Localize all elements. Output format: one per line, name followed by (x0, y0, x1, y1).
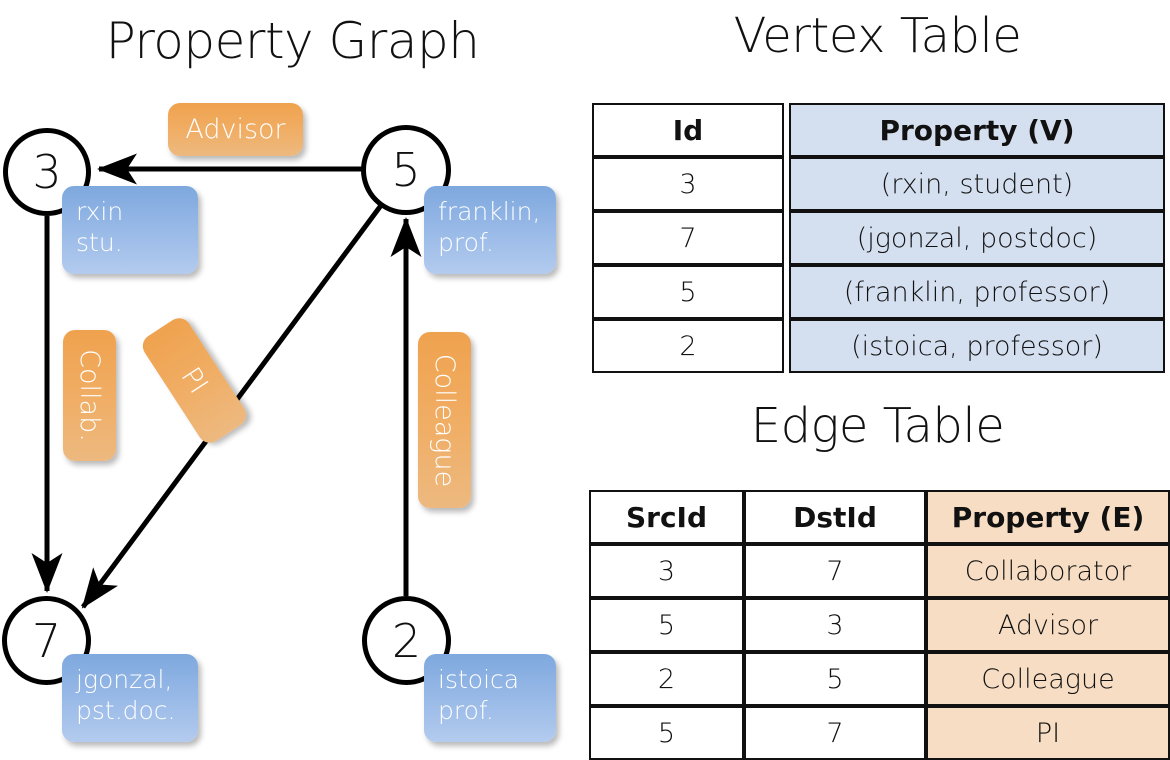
edge-table-row[interactable]: 5 7 PI (589, 706, 1170, 760)
edge-table-row[interactable]: 2 5 Colleague (589, 652, 1170, 706)
vertex-table-cell-property: (franklin, professor) (789, 265, 1165, 319)
vertex-table-cell-id: 5 (592, 265, 784, 319)
graph-node-2-id: 2 (391, 613, 422, 668)
vertex-table-row[interactable]: 3 (rxin, student) (592, 157, 1165, 211)
graph-node-5-id: 5 (391, 143, 421, 197)
vertex-table: Id Property (V) 3 (rxin, student) 7 (jgo… (592, 103, 1165, 373)
edge-table-row[interactable]: 5 3 Advisor (589, 598, 1170, 652)
graph-node-2[interactable]: 2 (362, 596, 451, 685)
edge-label-advisor[interactable]: Advisor (168, 103, 303, 156)
edge-table-header-row: SrcId DstId Property (E) (589, 490, 1170, 544)
graph-node-7-property-line1: jgonzal, (76, 665, 173, 694)
graph-node-3-property-line1: rxin (76, 197, 124, 226)
edge-table-cell-property: Advisor (926, 598, 1170, 652)
vertex-table-cell-property: (istoica, professor) (789, 319, 1165, 373)
graph-node-2-property-line2: prof. (438, 696, 494, 725)
vertex-table-cell-property: (jgonzal, postdoc) (789, 211, 1165, 265)
edge-table: SrcId DstId Property (E) 3 7 Collaborato… (589, 490, 1170, 760)
edge-table-cell-srcid: 3 (589, 544, 744, 598)
edge-label-collab[interactable]: Collab. (63, 330, 116, 461)
page-title-edge-table: Edge Table (750, 398, 1005, 454)
graph-node-2-property-line1: istoica (438, 665, 520, 694)
vertex-table-cell-id: 3 (592, 157, 784, 211)
edge-table-cell-dstid: 7 (744, 706, 926, 760)
page-title-vertex-table: Vertex Table (733, 8, 1022, 64)
edge-table-cell-property: PI (926, 706, 1170, 760)
vertex-table-header-id: Id (592, 103, 784, 157)
page-title-property-graph: Property Graph (105, 12, 480, 70)
vertex-table-cell-id: 2 (592, 319, 784, 373)
graph-node-5-property-line1: franklin, (438, 197, 541, 226)
vertex-table-row[interactable]: 7 (jgonzal, postdoc) (592, 211, 1165, 265)
edge-table-cell-property: Collaborator (926, 544, 1170, 598)
vertex-table-cell-property: (rxin, student) (789, 157, 1165, 211)
edge-label-colleague-text: Colleague (429, 353, 460, 487)
edge-table-cell-srcid: 5 (589, 706, 744, 760)
graph-node-7-id: 7 (31, 613, 62, 668)
graph-node-3-property-box[interactable]: rxin stu. (62, 186, 198, 274)
edge-table-cell-srcid: 5 (589, 598, 744, 652)
edge-table-cell-dstid: 3 (744, 598, 926, 652)
graph-node-5-property-box[interactable]: franklin, prof. (424, 186, 556, 274)
graph-node-3-id: 3 (32, 145, 62, 199)
edge-table-header-dstid: DstId (744, 490, 926, 544)
vertex-table-row[interactable]: 5 (franklin, professor) (592, 265, 1165, 319)
edge-label-advisor-text: Advisor (185, 114, 286, 145)
edge-table-cell-dstid: 7 (744, 544, 926, 598)
edge-label-pi-text: PI (174, 361, 215, 400)
edge-table-cell-dstid: 5 (744, 652, 926, 706)
graph-node-7-property-box[interactable]: jgonzal, pst.doc. (62, 654, 198, 742)
edge-table-row[interactable]: 3 7 Collaborator (589, 544, 1170, 598)
graph-node-5-property-line2: prof. (438, 228, 494, 257)
edge-table-cell-srcid: 2 (589, 652, 744, 706)
edge-label-colleague[interactable]: Colleague (418, 332, 471, 508)
graph-node-7-property-line2: pst.doc. (76, 696, 176, 725)
vertex-table-header-row: Id Property (V) (592, 103, 1165, 157)
vertex-table-cell-id: 7 (592, 211, 784, 265)
edge-table-header-srcid: SrcId (589, 490, 744, 544)
vertex-table-row[interactable]: 2 (istoica, professor) (592, 319, 1165, 373)
graph-node-3-property-line2: stu. (76, 228, 123, 257)
edge-table-cell-property: Colleague (926, 652, 1170, 706)
graph-node-5[interactable]: 5 (361, 125, 451, 215)
edge-label-collab-text: Collab. (74, 349, 105, 442)
edge-table-header-property: Property (E) (926, 490, 1170, 544)
graph-node-2-property-box[interactable]: istoica prof. (424, 654, 556, 742)
vertex-table-header-property: Property (V) (789, 103, 1165, 157)
